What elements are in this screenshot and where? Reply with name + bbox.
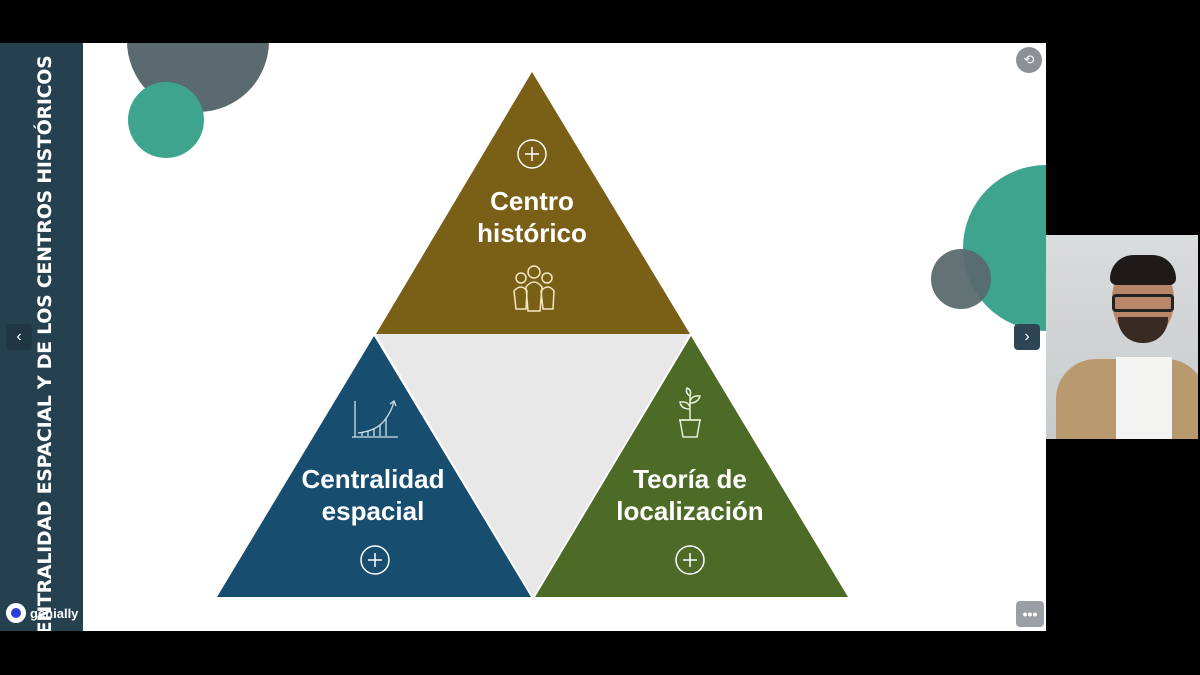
presenter-beard (1118, 317, 1168, 343)
plant-icon (679, 387, 701, 438)
triangle-top (376, 72, 690, 334)
triangle-left-line2: espacial (321, 496, 425, 526)
vertical-title: LA CENTRALIDAD ESPACIAL Y DE LOS CENTROS… (34, 55, 56, 631)
decor-circle-teal-top (128, 82, 204, 158)
growth-chart-icon (352, 399, 398, 438)
triangle-top-line2: histórico (477, 218, 587, 248)
triangle-left-label: Centralidad espacial (253, 463, 493, 527)
presentation-slide: Centro histórico Centralidad espacial Te… (0, 43, 1046, 631)
expand-plus-icon-right[interactable] (675, 545, 705, 575)
triangle-right-line1: Teoría de (633, 464, 747, 494)
webcam-video (1046, 235, 1198, 439)
rotate-button[interactable]: ⟲ (1016, 47, 1042, 73)
next-slide-button[interactable]: › (1014, 324, 1040, 350)
genially-logo-icon (6, 603, 26, 623)
triangle-center (376, 334, 690, 597)
decor-circle-slate-right (931, 249, 991, 309)
chevron-left-icon: ‹ (16, 328, 22, 345)
triangle-right-label: Teoría de localización (570, 463, 810, 527)
slide-graphics (127, 43, 1046, 597)
triangle-left-line1: Centralidad (301, 464, 445, 494)
presenter-glasses (1112, 294, 1174, 312)
triangle-top-label: Centro histórico (412, 185, 652, 249)
people-icon (513, 265, 555, 312)
expand-plus-icon-top[interactable] (517, 139, 547, 169)
triangle-right-line2: localización (616, 496, 764, 526)
chevron-right-icon: › (1024, 328, 1030, 345)
presenter-hair (1110, 255, 1176, 285)
triangle-left (217, 336, 531, 597)
more-options-button[interactable]: ••• (1016, 601, 1044, 627)
previous-slide-button[interactable]: ‹ (6, 324, 32, 350)
ellipsis-icon: ••• (1022, 606, 1038, 622)
decor-circle-teal-right (963, 165, 1046, 331)
triangle-top-line1: Centro (490, 186, 574, 216)
expand-plus-icon-left[interactable] (360, 545, 390, 575)
genially-logo-text: genially (30, 605, 79, 621)
genially-logo[interactable]: genially (6, 603, 78, 623)
triangle-right (535, 336, 848, 597)
rotate-icon: ⟲ (1023, 52, 1035, 67)
presenter-shirt (1116, 357, 1172, 439)
